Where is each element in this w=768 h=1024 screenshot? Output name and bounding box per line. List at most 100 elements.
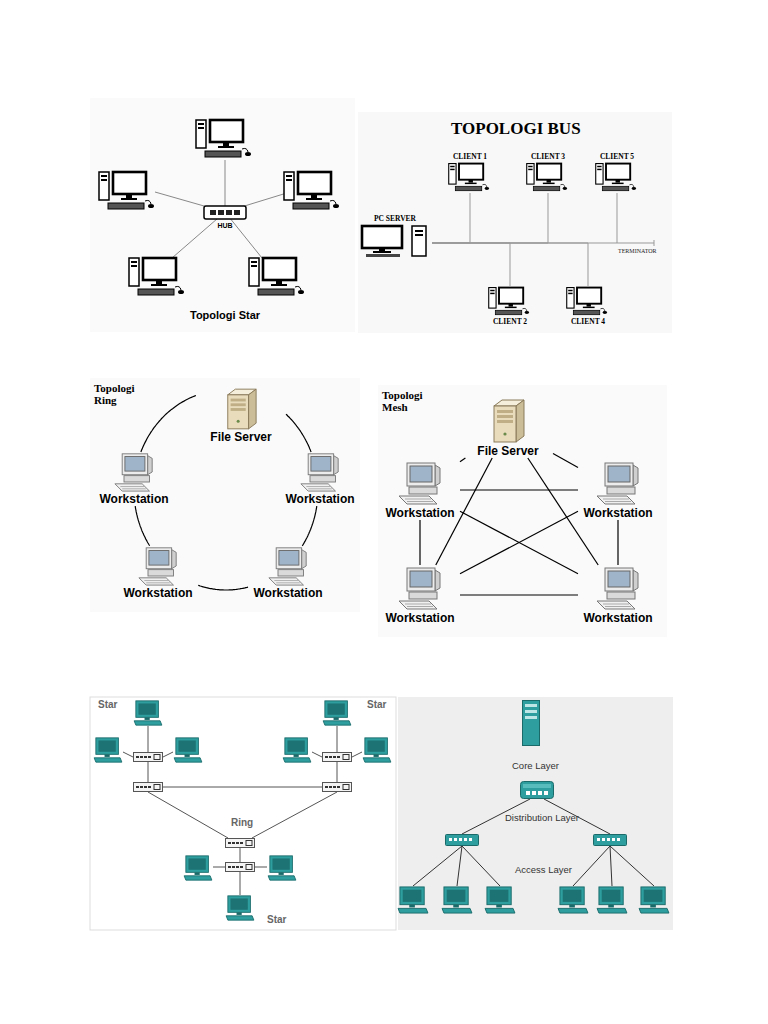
- client-node: CLIENT 4: [561, 286, 615, 327]
- node-label: Workstation: [578, 611, 658, 625]
- device-icon: [595, 162, 639, 193]
- bus-cable: [432, 193, 617, 243]
- device-icon-shape: [596, 164, 636, 191]
- cable: [457, 846, 462, 886]
- terminator-label: TERMINATOR: [618, 248, 657, 254]
- pc-icon: [283, 738, 311, 762]
- network-link: [460, 511, 578, 574]
- hierarchy-cables: [413, 799, 654, 886]
- node-label: CLIENT 5: [590, 152, 644, 162]
- switch-icon: [446, 835, 479, 846]
- client-node: CLIENT 2: [483, 286, 537, 327]
- node-label: File Server: [463, 444, 553, 458]
- pc-icon: [249, 258, 304, 295]
- network-link: [460, 511, 578, 574]
- layer-label: Core Layer: [512, 760, 559, 771]
- pc-icon: [134, 701, 162, 725]
- device-icon-shape: [494, 400, 524, 442]
- client-node: CLIENT 5: [590, 152, 644, 193]
- switch-icon: [134, 783, 163, 792]
- switch-icon: [134, 753, 163, 762]
- cable: [213, 867, 225, 868]
- network-link: [302, 506, 317, 546]
- device-icon-shape: [269, 548, 306, 585]
- device-icon: [595, 460, 641, 506]
- client-node: CLIENT 1: [443, 152, 497, 193]
- device-icon: [490, 398, 526, 444]
- device-icon: [397, 460, 443, 506]
- bus-backbone: [617, 243, 654, 244]
- network-link: [553, 453, 578, 467]
- cable: [225, 160, 226, 212]
- server-node: File Server: [463, 398, 553, 458]
- device-icon: [224, 388, 258, 430]
- device-icon: [267, 546, 309, 586]
- network-link: [460, 489, 578, 490]
- node-label: PC SERVER: [358, 214, 432, 224]
- cable: [148, 762, 149, 782]
- diagram-caption: Topologi Star: [190, 309, 260, 321]
- pc-icon: [398, 887, 428, 913]
- cable: [148, 792, 228, 838]
- device-icon: [488, 286, 532, 317]
- core-server-icon: [523, 701, 540, 746]
- device-icon: [448, 162, 492, 193]
- pc-icon: [184, 856, 212, 880]
- diagram-title: Topologi Mesh: [382, 389, 437, 413]
- device-icon: [113, 452, 155, 492]
- workstation-node: Workstation: [578, 460, 658, 520]
- pc-icon: [442, 887, 472, 913]
- device-icon-shape: [204, 206, 246, 219]
- bus-cable: [432, 193, 470, 243]
- network-link: [460, 594, 578, 595]
- node-label: Workstation: [94, 492, 174, 506]
- hub-node: HUB: [200, 204, 250, 230]
- cable: [462, 846, 500, 886]
- pc-icon: [129, 258, 184, 295]
- cable: [148, 726, 149, 752]
- node-label: Workstation: [578, 506, 658, 520]
- pc-icon: [597, 887, 627, 913]
- server-node: File Server: [196, 388, 286, 444]
- node-label: Workstation: [118, 586, 198, 600]
- layer-label: Access Layer: [515, 864, 572, 875]
- cable: [337, 726, 338, 752]
- workstation-node: Workstation: [94, 452, 174, 506]
- workstation-node: Workstation: [578, 565, 658, 625]
- device-icon-shape: [115, 454, 152, 491]
- switch-icon: [323, 783, 352, 792]
- segment-label: Star: [367, 699, 386, 710]
- device-icon: [566, 286, 610, 317]
- pc-icon: [639, 887, 669, 913]
- node-label: CLIENT 2: [483, 317, 537, 327]
- bus-cable: [432, 243, 588, 286]
- cable: [240, 848, 241, 862]
- pc-icon: [323, 701, 351, 725]
- device-icon-shape: [399, 463, 440, 504]
- switch-icon: [226, 839, 255, 848]
- workstation-node: Workstation: [118, 546, 198, 600]
- panel: [90, 697, 396, 930]
- pc-icon: [363, 738, 391, 762]
- star-cables: [155, 160, 290, 258]
- cable: [610, 846, 654, 886]
- cable: [312, 752, 322, 757]
- network-link: [141, 396, 196, 453]
- device-icon-shape: [567, 288, 607, 315]
- bus-cable: [432, 243, 510, 286]
- cable: [123, 752, 133, 757]
- bus-cable: [432, 193, 548, 243]
- pc-icon: [226, 896, 254, 920]
- cable: [352, 752, 362, 757]
- diagram-title: Topologi Ring: [94, 382, 149, 406]
- panel: [378, 385, 667, 637]
- cable: [413, 846, 462, 886]
- device-icon: [397, 565, 443, 611]
- network-link: [286, 414, 311, 452]
- network-link: [419, 520, 420, 565]
- node-label: Workstation: [380, 506, 460, 520]
- device-icon: [360, 224, 430, 258]
- node-label: File Server: [196, 430, 286, 444]
- cable: [240, 872, 241, 895]
